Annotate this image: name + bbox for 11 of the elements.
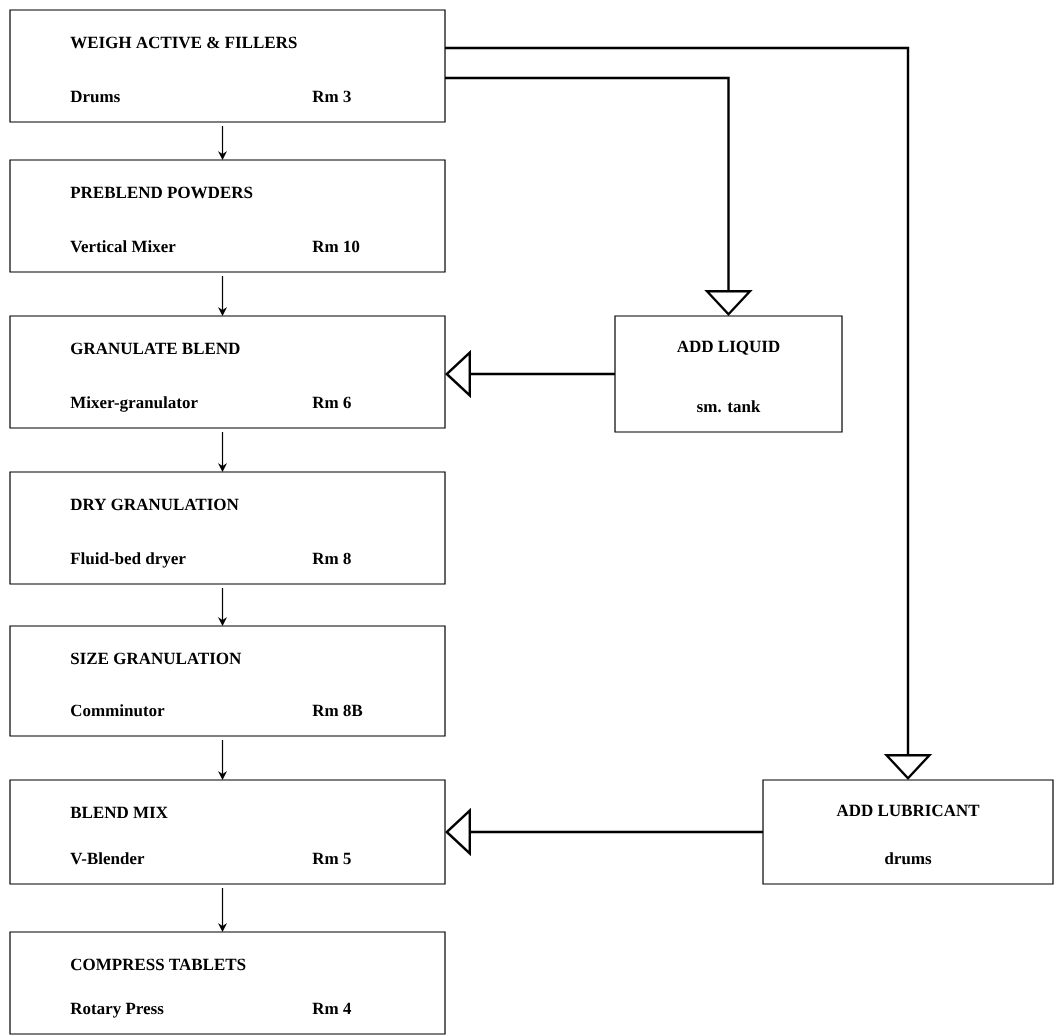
process-box: COMPRESS TABLETS Rotary Press Rm 4 bbox=[9, 931, 446, 1035]
arrow bbox=[445, 46, 933, 780]
process-box: PREBLEND POWDERS Vertical Mixer Rm 10 bbox=[9, 159, 446, 273]
process-box: WEIGH ACTIVE & FILLERS Drums Rm 3 bbox=[9, 9, 446, 123]
process-box: ADD LUBRICANT drums bbox=[762, 779, 1054, 885]
process-box: DRY GRANULATION Fluid-bed dryer Rm 8 bbox=[9, 471, 446, 585]
process-box: SIZE GRANULATION Comminutor Rm 8B bbox=[9, 625, 446, 737]
arrow bbox=[445, 76, 753, 316]
process-box: ADD LIQUID sm. tank bbox=[614, 315, 843, 433]
process-box: BLEND MIX V-Blender Rm 5 bbox=[9, 779, 446, 885]
process-box: GRANULATE BLEND Mixer-granulator Rm 6 bbox=[9, 315, 446, 429]
